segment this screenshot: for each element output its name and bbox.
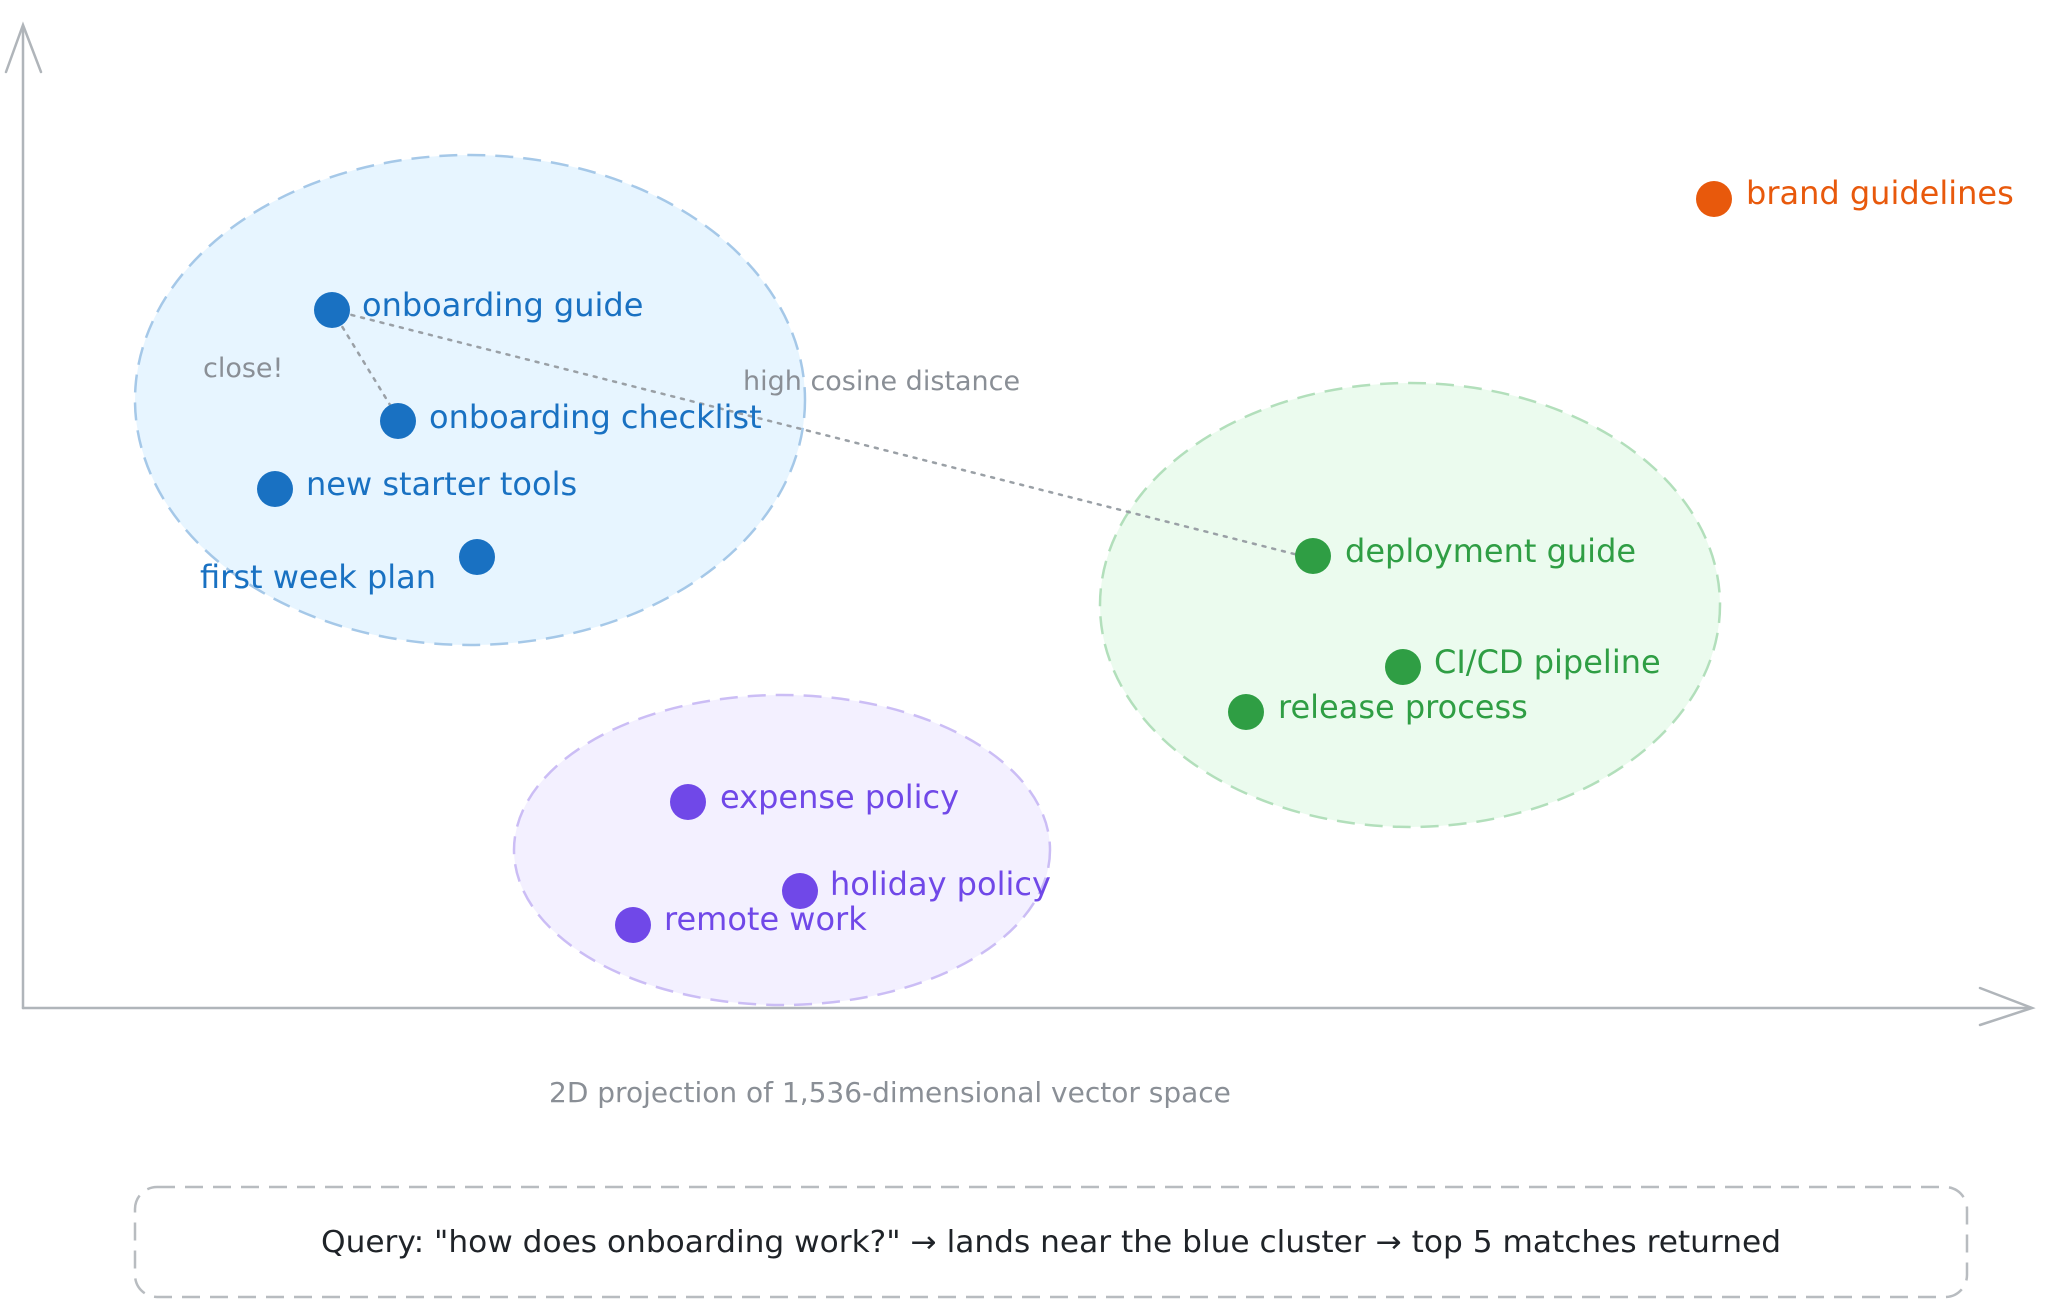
point-onboarding-guide: onboarding guide xyxy=(314,286,643,328)
point-marker xyxy=(257,471,293,507)
far-annotation: high cosine distance xyxy=(743,366,1020,397)
point-label: remote work xyxy=(664,900,867,938)
point-label: CI/CD pipeline xyxy=(1434,643,1661,681)
point-label: new starter tools xyxy=(306,465,577,503)
point-holiday-policy: holiday policy xyxy=(782,865,1051,909)
point-marker xyxy=(459,539,495,575)
point-marker xyxy=(380,403,416,439)
point-onboarding-checklist: onboarding checklist xyxy=(380,398,762,439)
point-ci-cd-pipeline: CI/CD pipeline xyxy=(1385,643,1661,685)
point-label: first week plan xyxy=(200,558,436,596)
point-remote-work: remote work xyxy=(615,900,867,943)
point-release-process: release process xyxy=(1228,688,1528,730)
purple-cluster-region xyxy=(512,693,1052,1007)
green-cluster-region xyxy=(1098,381,1722,829)
close-annotation: close! xyxy=(203,353,283,384)
point-deployment-guide: deployment guide xyxy=(1295,532,1636,574)
close-distance-line xyxy=(330,308,400,420)
point-label: holiday policy xyxy=(830,865,1051,903)
point-label: brand guidelines xyxy=(1746,174,2014,212)
query-text: Query: "how does onboarding work?" → lan… xyxy=(321,1225,1781,1260)
point-marker xyxy=(615,907,651,943)
point-marker xyxy=(1385,649,1421,685)
query-box xyxy=(133,1185,1969,1299)
point-marker xyxy=(782,873,818,909)
y-axis xyxy=(4,21,43,1010)
point-new-starter-tools: new starter tools xyxy=(257,465,577,507)
projection-caption: 2D projection of 1,536-dimensional vecto… xyxy=(549,1076,1231,1109)
point-marker xyxy=(670,784,706,820)
blue-cluster-region xyxy=(133,153,807,647)
point-first-week-plan: first week plan xyxy=(200,539,495,596)
point-brand-guidelines: brand guidelines xyxy=(1696,174,2014,217)
point-label: expense policy xyxy=(720,778,959,816)
point-marker xyxy=(1295,538,1331,574)
point-marker xyxy=(1228,694,1264,730)
x-axis xyxy=(21,986,2036,1027)
point-label: deployment guide xyxy=(1345,532,1636,570)
point-label: onboarding guide xyxy=(362,286,643,324)
point-expense-policy: expense policy xyxy=(670,778,959,820)
point-label: onboarding checklist xyxy=(429,398,762,436)
point-marker xyxy=(314,292,350,328)
point-label: release process xyxy=(1278,688,1528,726)
far-distance-line xyxy=(330,308,1312,560)
point-marker xyxy=(1696,181,1732,217)
